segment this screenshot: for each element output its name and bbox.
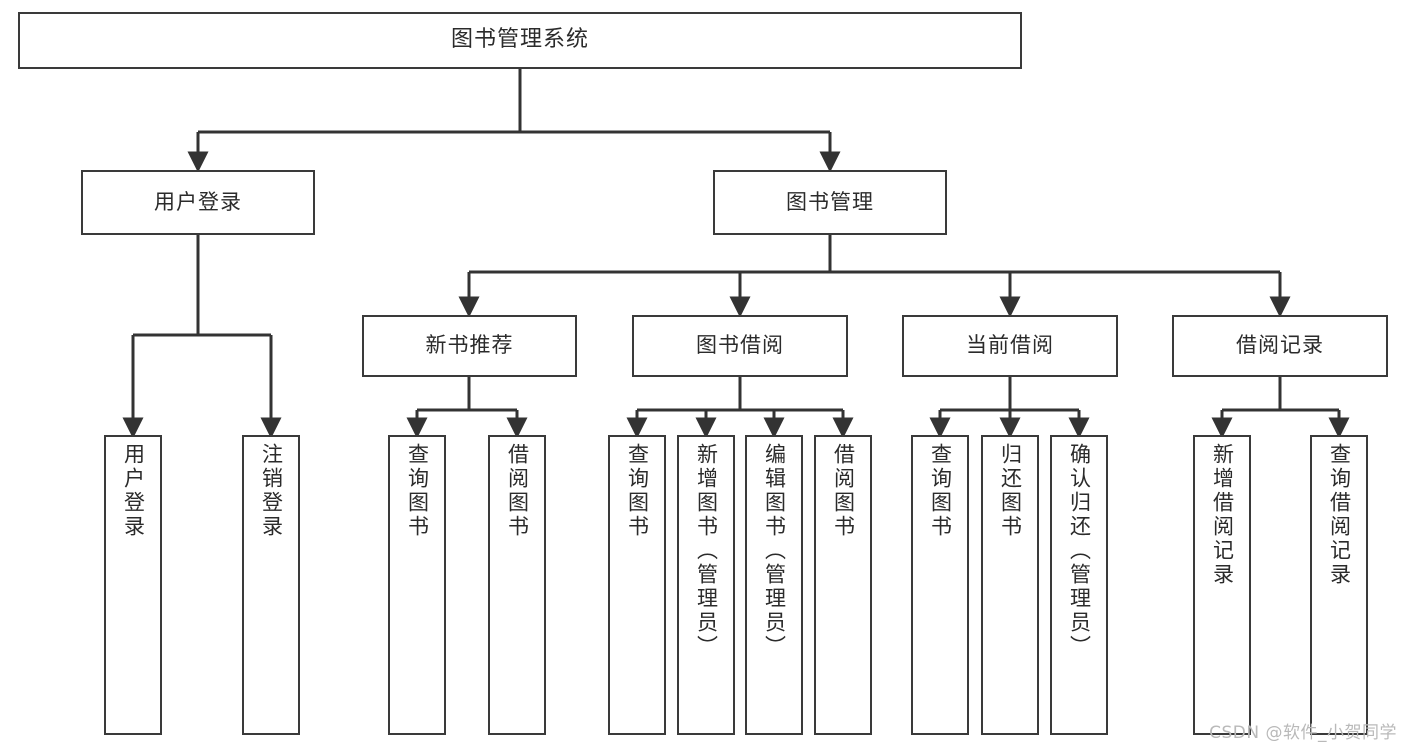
leaf-new-book-borrow-books[interactable]: 借阅图书 [488,435,546,735]
leaf-records-add-record[interactable]: 新增借阅记录 [1193,435,1251,735]
node-borrow-records[interactable]: 借阅记录 [1172,315,1388,377]
node-user-login[interactable]: 用户登录 [81,170,315,235]
node-book-management[interactable]: 图书管理 [713,170,947,235]
node-label: 新增图书（管理员） [694,443,719,659]
node-new-book-recommendation[interactable]: 新书推荐 [362,315,577,377]
node-label: 确认归还（管理员） [1067,443,1092,659]
leaf-current-query-books[interactable]: 查询图书 [911,435,969,735]
node-label: 图书借阅 [696,333,784,358]
node-label: 归还图书 [998,443,1023,539]
node-label: 注销登录 [259,443,284,539]
leaf-borrow-add-book-admin[interactable]: 新增图书（管理员） [677,435,735,735]
leaf-current-confirm-return-admin[interactable]: 确认归还（管理员） [1050,435,1108,735]
node-label: 图书管理系统 [450,27,589,53]
node-book-borrowing[interactable]: 图书借阅 [632,315,848,377]
node-root-book-management-system[interactable]: 图书管理系统 [18,12,1022,69]
node-label: 查询图书 [625,443,650,539]
node-label: 新增借阅记录 [1210,443,1235,587]
node-label: 新书推荐 [425,333,514,358]
node-label: 查询图书 [405,443,430,539]
node-label: 查询图书 [928,443,953,539]
leaf-borrow-query-books[interactable]: 查询图书 [608,435,666,735]
node-label: 用户登录 [121,443,146,539]
node-current-borrowing[interactable]: 当前借阅 [902,315,1118,377]
node-label: 编辑图书（管理员） [762,443,787,659]
leaf-records-query-record[interactable]: 查询借阅记录 [1310,435,1368,735]
node-label: 借阅图书 [831,443,856,539]
node-label: 用户登录 [154,189,242,214]
node-label: 当前借阅 [966,333,1054,358]
leaf-user-login-logout[interactable]: 注销登录 [242,435,300,735]
leaf-user-login-login[interactable]: 用户登录 [104,435,162,735]
node-label: 查询借阅记录 [1327,443,1352,587]
csdn-watermark: CSDN @软件_小贺同学 [1209,723,1397,743]
leaf-borrow-edit-book-admin[interactable]: 编辑图书（管理员） [745,435,803,735]
node-label: 借阅图书 [505,443,530,539]
leaf-new-book-query-books[interactable]: 查询图书 [388,435,446,735]
leaf-current-return-books[interactable]: 归还图书 [981,435,1039,735]
leaf-borrow-borrow-books[interactable]: 借阅图书 [814,435,872,735]
node-label: 借阅记录 [1236,333,1324,358]
node-label: 图书管理 [786,189,874,214]
